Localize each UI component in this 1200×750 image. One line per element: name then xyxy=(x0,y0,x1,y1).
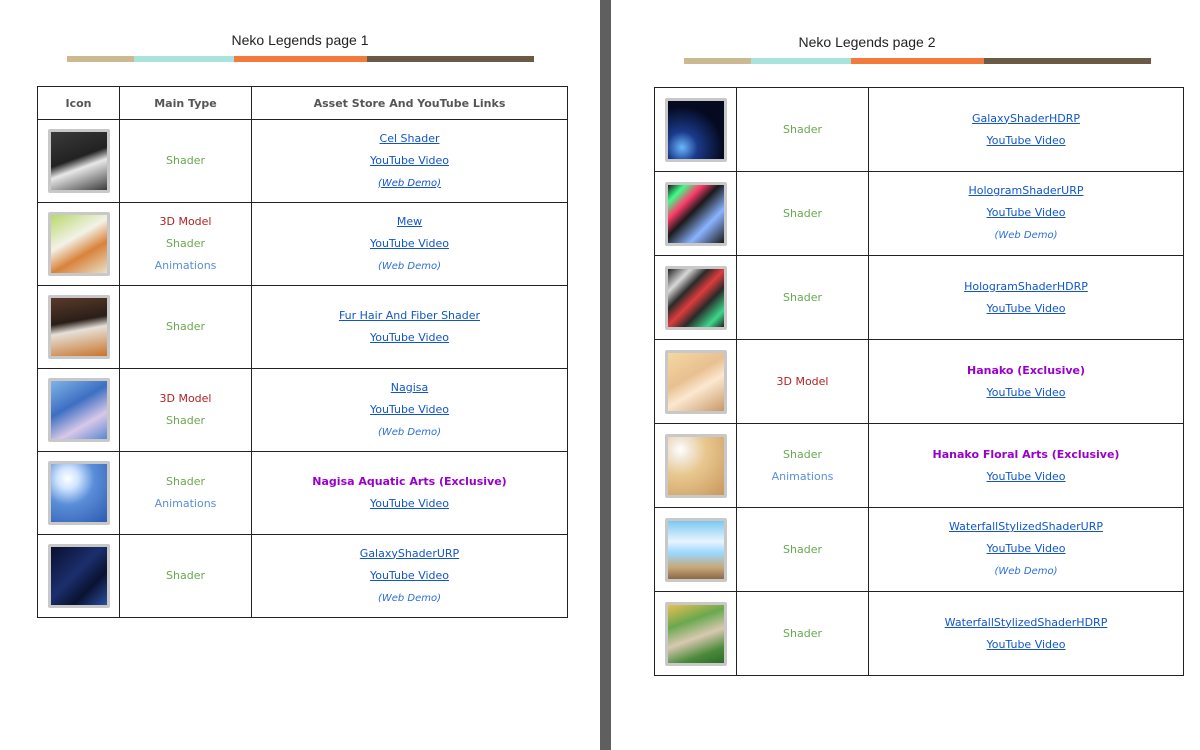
asset-store-link-exclusive[interactable]: Hanako (Exclusive) xyxy=(966,363,1086,377)
type-3d-model: 3D Model xyxy=(159,392,212,405)
table-row: 3D Model Shader Nagisa YouTube Video (We… xyxy=(37,368,568,452)
web-demo-link[interactable]: (Web Demo) xyxy=(377,260,442,272)
youtube-video-link[interactable]: YouTube Video xyxy=(369,497,450,510)
galaxy-hdrp-icon[interactable] xyxy=(664,97,727,162)
table-row: Shader GalaxyShaderHDRP YouTube Video xyxy=(654,87,1184,172)
youtube-video-link[interactable]: YouTube Video xyxy=(986,542,1066,555)
asset-store-link[interactable]: Mew xyxy=(396,214,423,228)
hanako-floral-icon[interactable] xyxy=(664,433,727,498)
type-animations: Animations xyxy=(771,469,834,483)
youtube-video-link[interactable]: YouTube Video xyxy=(369,236,450,250)
type-shader: Shader xyxy=(783,626,822,640)
youtube-video-link[interactable]: YouTube Video xyxy=(986,469,1066,483)
table-row: Shader HologramShaderHDRP YouTube Video xyxy=(654,255,1184,340)
youtube-video-link[interactable]: YouTube Video xyxy=(369,153,450,167)
waterfall-hdrp-icon[interactable] xyxy=(664,601,727,666)
cat-mew-icon[interactable] xyxy=(47,212,110,276)
type-animations: Animations xyxy=(154,259,217,272)
hologram-hdrp-icon[interactable] xyxy=(664,265,727,330)
asset-store-link[interactable]: HologramShaderURP xyxy=(968,184,1084,197)
type-shader: Shader xyxy=(783,542,822,556)
cat-fur-icon[interactable] xyxy=(47,295,110,359)
type-shader: Shader xyxy=(166,237,205,250)
table-row: Shader WaterfallStylizedShaderHDRP YouTu… xyxy=(654,591,1184,676)
web-demo-link[interactable]: (Web Demo) xyxy=(994,566,1058,577)
type-shader: Shader xyxy=(783,206,822,220)
youtube-video-link[interactable]: YouTube Video xyxy=(369,402,450,416)
column-header-links: Asset Store And YouTube Links xyxy=(251,86,568,120)
cat-cel-icon[interactable] xyxy=(47,129,110,193)
web-demo-link[interactable]: (Web Demo) xyxy=(377,177,442,189)
type-shader: Shader xyxy=(166,414,205,427)
table-row: Shader Animations Nagisa Aquatic Arts (E… xyxy=(37,451,568,535)
type-shader: Shader xyxy=(166,475,205,488)
hanako-icon[interactable] xyxy=(664,349,727,414)
asset-store-link[interactable]: GalaxyShaderHDRP xyxy=(971,111,1081,125)
youtube-video-link[interactable]: YouTube Video xyxy=(986,301,1066,315)
youtube-video-link[interactable]: YouTube Video xyxy=(986,133,1066,147)
youtube-video-link[interactable]: YouTube Video xyxy=(369,568,450,582)
web-demo-link[interactable]: (Web Demo) xyxy=(994,230,1058,241)
type-shader: Shader xyxy=(166,569,205,582)
type-3d-model: 3D Model xyxy=(159,215,212,228)
asset-store-link[interactable]: WaterfallStylizedShaderURP xyxy=(949,520,1103,533)
hologram-urp-icon[interactable] xyxy=(664,181,727,246)
asset-store-link[interactable]: GalaxyShaderURP xyxy=(359,546,460,560)
page-title: Neko Legends page 2 xyxy=(798,34,936,50)
type-shader: Shader xyxy=(166,154,205,167)
asset-store-link[interactable]: HologramShaderHDRP xyxy=(964,279,1088,293)
asset-table: Icon Main Type Asset Store And YouTube L… xyxy=(37,86,568,618)
asset-store-link[interactable]: Nagisa xyxy=(390,380,429,394)
nagisa-aquatic-icon[interactable] xyxy=(47,461,110,525)
table-row: Shader WaterfallStylizedShaderURP YouTub… xyxy=(654,507,1184,592)
table-row: Shader Cel Shader YouTube Video (Web Dem… xyxy=(37,119,568,203)
table-row: Shader GalaxyShaderURP YouTube Video (We… xyxy=(37,534,568,618)
column-header-icon: Icon xyxy=(37,86,120,120)
asset-table: Shader GalaxyShaderHDRP YouTube Video Sh… xyxy=(654,87,1184,676)
type-shader: Shader xyxy=(783,122,822,136)
table-row: Shader Fur Hair And Fiber Shader YouTube… xyxy=(37,285,568,369)
asset-store-link[interactable]: Cel Shader xyxy=(379,131,440,145)
type-shader: Shader xyxy=(166,320,205,333)
type-shader: Shader xyxy=(783,290,822,304)
color-stripe xyxy=(684,58,1151,64)
asset-store-link-exclusive[interactable]: Nagisa Aquatic Arts (Exclusive) xyxy=(312,475,507,488)
web-demo-link[interactable]: (Web Demo) xyxy=(377,592,442,604)
asset-store-link[interactable]: Fur Hair And Fiber Shader xyxy=(338,309,481,322)
type-animations: Animations xyxy=(154,497,217,510)
web-demo-link[interactable]: (Web Demo) xyxy=(377,426,442,438)
table-row: Shader HologramShaderURP YouTube Video (… xyxy=(654,171,1184,256)
page-divider xyxy=(600,0,611,750)
youtube-video-link[interactable]: YouTube Video xyxy=(986,385,1066,399)
youtube-video-link[interactable]: YouTube Video xyxy=(986,637,1066,651)
nagisa-icon[interactable] xyxy=(47,378,110,442)
youtube-video-link[interactable]: YouTube Video xyxy=(369,331,450,344)
asset-store-link-exclusive[interactable]: Hanako Floral Arts (Exclusive) xyxy=(932,447,1120,461)
waterfall-urp-icon[interactable] xyxy=(664,517,727,582)
type-3d-model: 3D Model xyxy=(776,374,829,388)
table-row: 3D Model Shader Animations Mew YouTube V… xyxy=(37,202,568,286)
table-row: 3D Model Hanako (Exclusive) YouTube Vide… xyxy=(654,339,1184,424)
color-stripe xyxy=(67,56,534,62)
type-shader: Shader xyxy=(783,447,822,461)
column-header-main-type: Main Type xyxy=(119,86,252,120)
table-header-row: Icon Main Type Asset Store And YouTube L… xyxy=(37,86,568,120)
galaxy-icon[interactable] xyxy=(47,544,110,608)
page-title: Neko Legends page 1 xyxy=(231,32,369,48)
youtube-video-link[interactable]: YouTube Video xyxy=(986,206,1066,219)
asset-store-link[interactable]: WaterfallStylizedShaderHDRP xyxy=(944,615,1108,629)
table-row: Shader Animations Hanako Floral Arts (Ex… xyxy=(654,423,1184,508)
